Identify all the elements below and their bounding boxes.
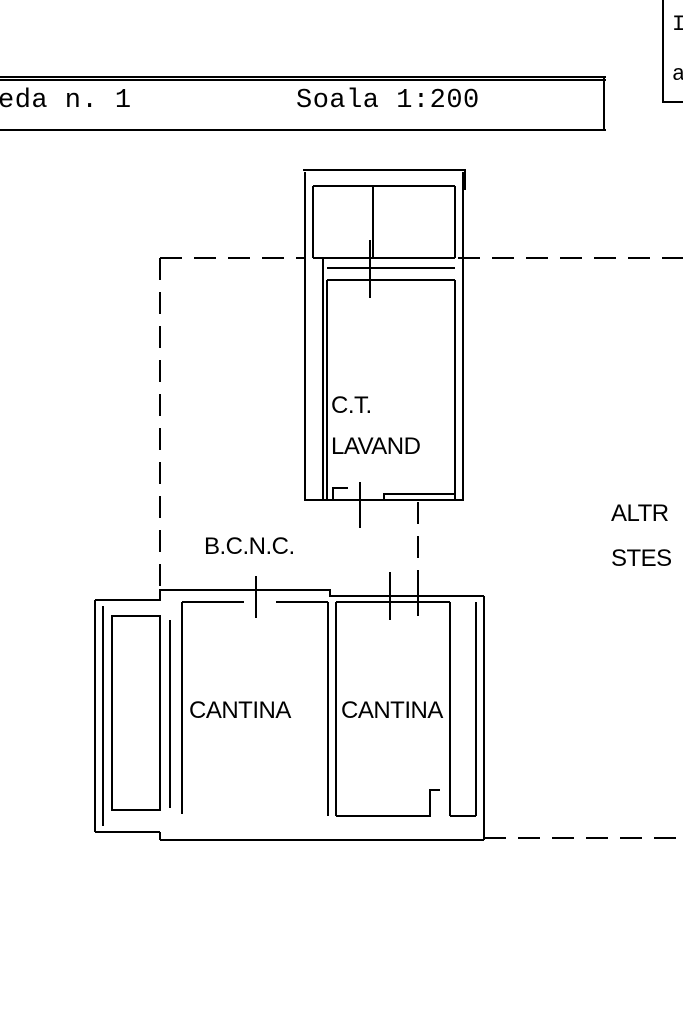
- corner-text-line1: I: [672, 12, 683, 37]
- title-block-frame: [0, 0, 683, 131]
- room-label-lavand: LAVAND: [331, 433, 421, 460]
- room-label-bcnc: B.C.N.C.: [204, 533, 295, 560]
- cantina-rooms-walls: [94, 572, 485, 841]
- room-label-cantina-left: CANTINA: [189, 697, 291, 724]
- room-label-cantina-right: CANTINA: [341, 697, 443, 724]
- room-label-stesso: STES: [611, 545, 672, 572]
- room-label-ct: C.T.: [331, 392, 372, 419]
- sheet-number-label: eda n. 1: [0, 86, 132, 116]
- ct-lavand-room-walls: [303, 169, 466, 528]
- room-label-altro: ALTR: [611, 500, 669, 527]
- bcnc-dashed-boundary: [159, 257, 683, 839]
- corner-text-line2: a: [672, 62, 683, 87]
- scale-label: Soala 1:200: [296, 86, 480, 116]
